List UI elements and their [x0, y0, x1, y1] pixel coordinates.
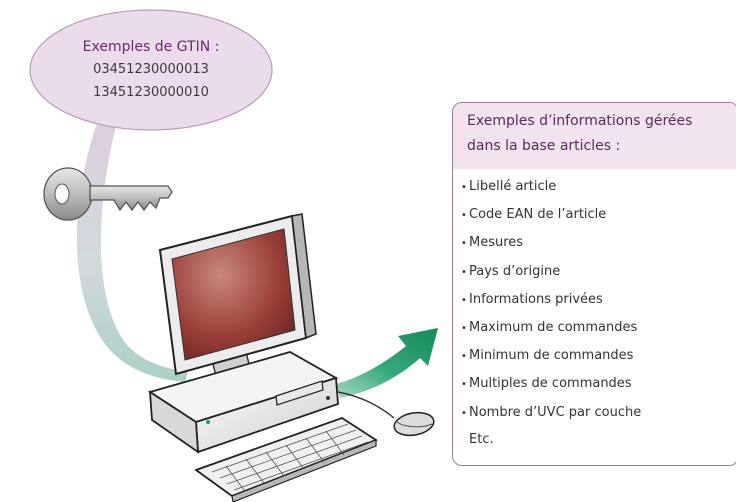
list-item: •Multiples de commandes	[461, 370, 736, 398]
list-item: •Informations privées	[461, 286, 736, 314]
list-item: •Code EAN de l’article	[461, 201, 736, 229]
list-item: •Mesures	[461, 229, 736, 257]
arrow-icon	[336, 328, 438, 398]
mouse-cable	[337, 391, 395, 419]
bullet-icon: •	[461, 351, 467, 363]
bullet-icon: •	[461, 238, 467, 250]
bullet-icon: •	[461, 294, 467, 306]
gtin-example-1: 03451230000013	[93, 62, 209, 77]
list-item: •Pays d’origine	[461, 258, 736, 286]
info-box-header: Exemples d’informations gérées dans la b…	[453, 103, 736, 169]
keyboard-icon	[194, 417, 378, 502]
mouse-icon	[393, 411, 435, 437]
info-title-line-2: dans la base articles :	[467, 138, 621, 154]
info-item-list: •Libellé article •Code EAN de l’article …	[453, 169, 736, 427]
list-item: •Nombre d’UVC par couche	[461, 399, 736, 427]
info-box-title: Exemples d’informations gérées dans la b…	[467, 109, 728, 159]
bubble-title: Exemples de GTIN :	[82, 39, 220, 55]
list-item: •Maximum de commandes	[461, 314, 736, 342]
gtin-bubble	[29, 9, 273, 131]
bullet-icon: •	[461, 379, 467, 391]
bullet-icon: •	[461, 407, 467, 419]
list-item: •Minimum de commandes	[461, 342, 736, 370]
list-item: •Libellé article	[461, 173, 736, 201]
bullet-icon: •	[461, 323, 467, 335]
gtin-example-2: 13451230000010	[93, 85, 209, 100]
bullet-icon: •	[461, 210, 467, 222]
info-title-line-1: Exemples d’informations gérées	[467, 113, 693, 129]
key-icon	[43, 167, 173, 221]
article-info-box: Exemples d’informations gérées dans la b…	[452, 102, 736, 466]
info-box-footer: Etc.	[469, 431, 494, 447]
bullet-icon: •	[461, 182, 467, 193]
computer-icon	[147, 213, 339, 454]
bullet-icon: •	[461, 266, 467, 278]
